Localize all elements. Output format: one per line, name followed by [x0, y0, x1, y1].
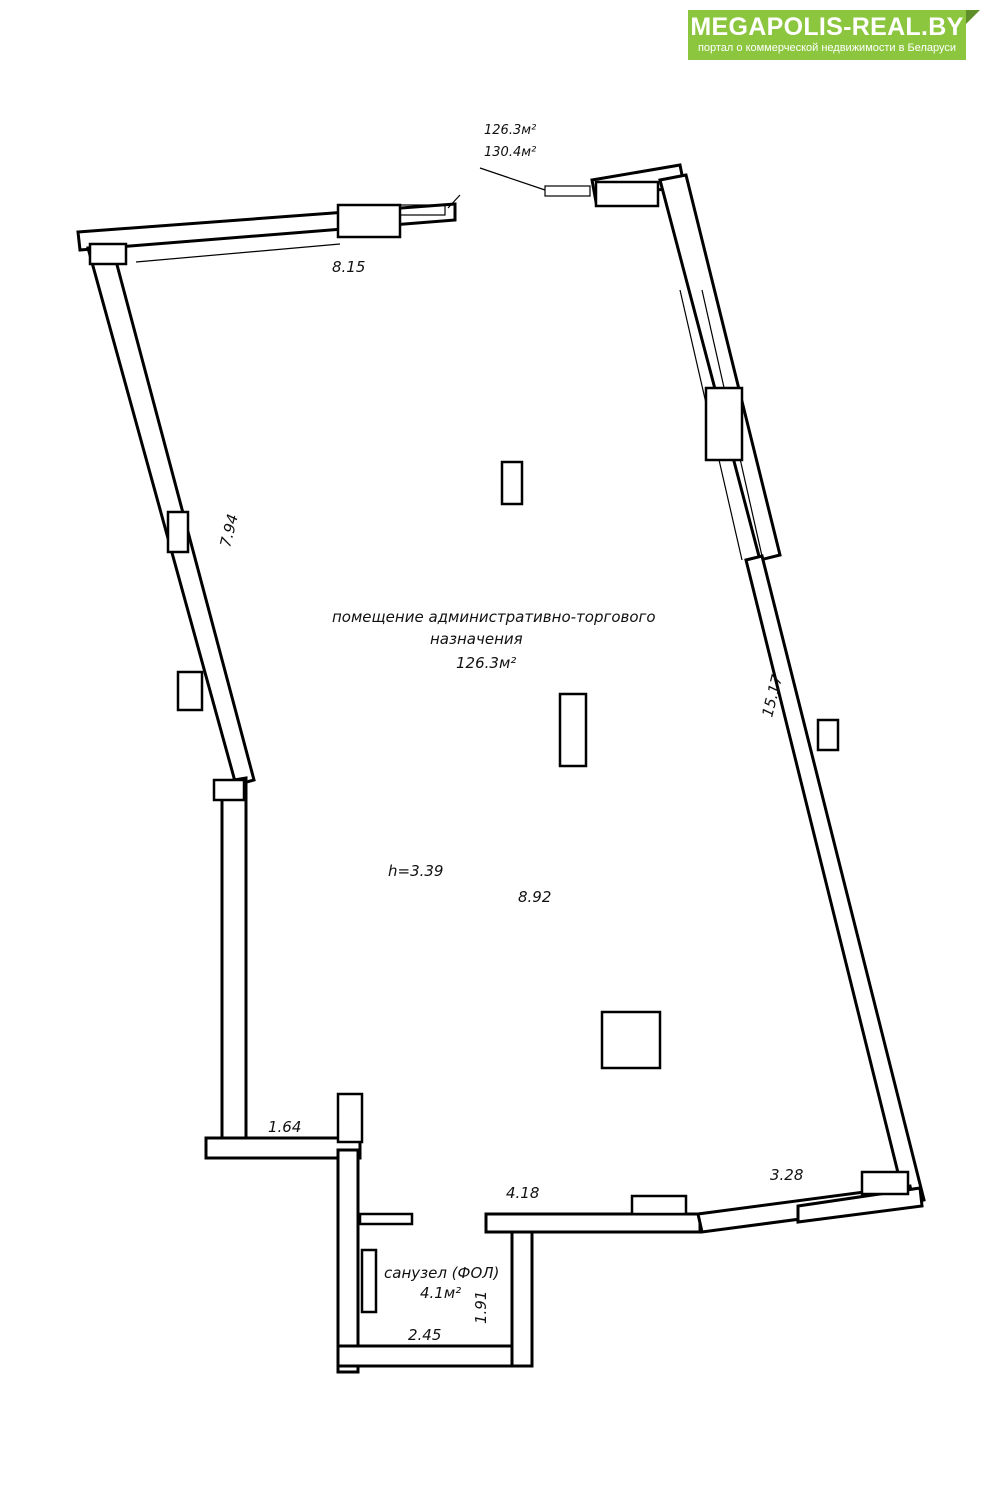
- window-tick-1: [447, 194, 461, 209]
- dim-bath-width: 2.45: [408, 1326, 441, 1344]
- pillar-1: [500, 460, 524, 506]
- area-label-2: 130.4м²: [484, 145, 536, 160]
- brand-title: MEGAPOLIS-REAL.BY: [690, 13, 964, 41]
- bathroom-name: санузел (ФОЛ): [384, 1264, 499, 1282]
- dim-left-lower: 1.64: [268, 1118, 301, 1136]
- brand-banner[interactable]: MEGAPOLIS-REAL.BY портал о коммерческой …: [688, 10, 980, 60]
- room-height: h=3.39: [388, 862, 443, 880]
- fixture-box: [600, 1010, 662, 1070]
- wall-bottom-left: [204, 1136, 362, 1160]
- wall-bottom-mid: [484, 1212, 702, 1234]
- dim-bottom-mid: 4.18: [506, 1184, 539, 1202]
- room-name-line1: помещение административно-торгового: [332, 608, 656, 626]
- radiator-left: [176, 670, 204, 712]
- area-label-1: 126.3м²: [484, 123, 536, 138]
- room-name-line2: назначения: [430, 630, 523, 648]
- banner-fold-corner: [966, 10, 980, 24]
- dim-bath-depth: 1.91: [472, 1291, 490, 1324]
- column-top-left: [88, 242, 128, 266]
- column-right: [704, 386, 744, 462]
- column-bottom-right: [860, 1170, 910, 1196]
- column-left: [212, 778, 246, 802]
- structural-blocks: [88, 180, 910, 1314]
- wall-right-lower: [744, 554, 926, 1207]
- bath-fixture: [360, 1248, 378, 1314]
- leader-line-area: [479, 167, 546, 191]
- walls: [76, 163, 926, 1374]
- wall-bath-left: [336, 1148, 360, 1374]
- column-top: [336, 203, 402, 239]
- window-top-1: [135, 211, 341, 229]
- bath-shelf: [358, 1212, 414, 1226]
- wall-bath-right: [510, 1216, 534, 1368]
- dim-top-wall: 8.15: [332, 258, 365, 276]
- wall-left-lower: [220, 776, 248, 1142]
- bathroom-area: 4.1м²: [420, 1284, 461, 1302]
- dim-bottom-right: 3.28: [770, 1166, 803, 1184]
- dim-center: 8.92: [518, 888, 551, 906]
- room-area: 126.3м²: [456, 654, 516, 672]
- dim-left-upper: 7.94: [216, 512, 242, 549]
- window-sill-top-2: [544, 185, 591, 197]
- brand-subtitle: портал о коммерческой недвижимости в Бел…: [697, 42, 957, 54]
- radiator-bottom: [630, 1194, 688, 1216]
- radiator-right: [816, 718, 840, 752]
- column-left-upper: [166, 510, 190, 554]
- area-label-group: 126.3м² 130.4м²: [484, 123, 536, 160]
- pillar-bottom: [336, 1092, 364, 1144]
- window-top-2: [135, 243, 341, 263]
- pillar-2: [558, 692, 588, 768]
- column-top-right: [594, 180, 660, 208]
- wall-bath-bottom: [336, 1344, 522, 1368]
